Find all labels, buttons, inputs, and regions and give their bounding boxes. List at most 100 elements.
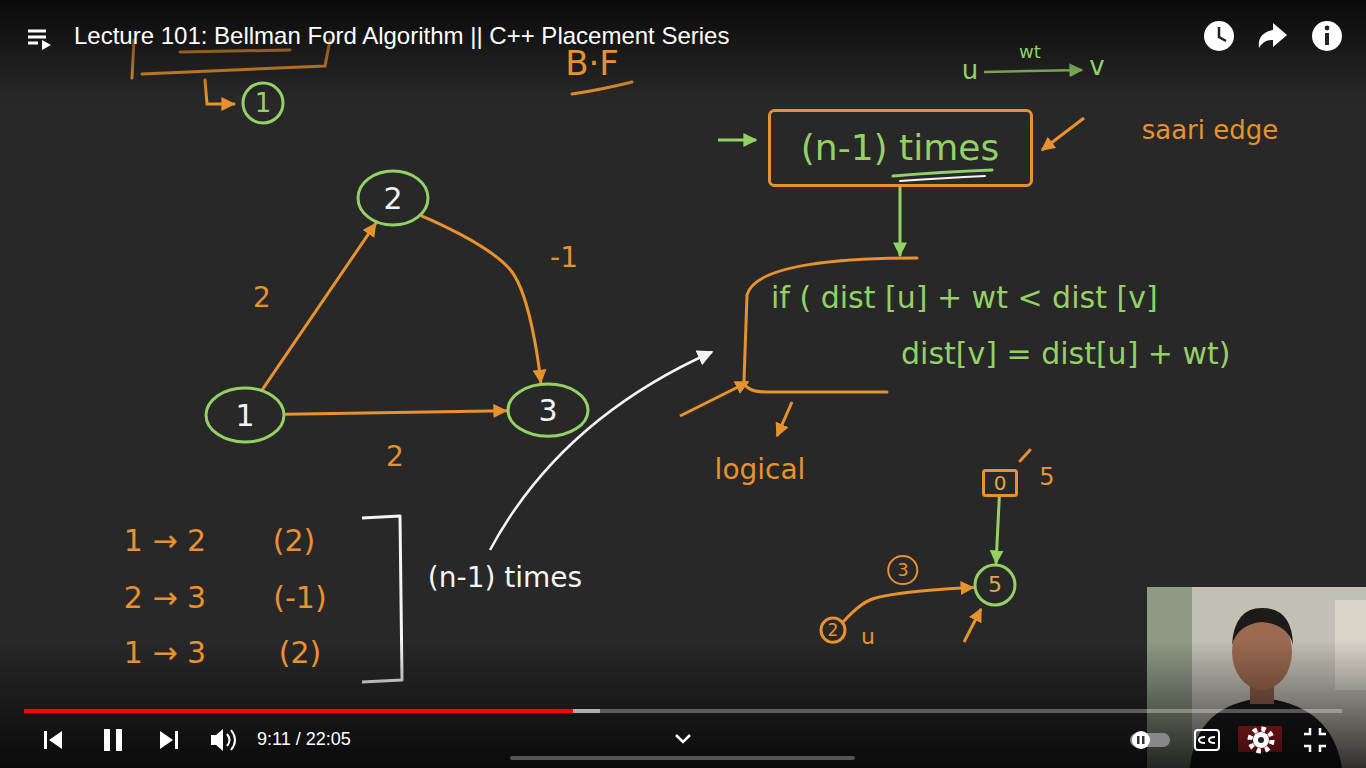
title-shade [0,0,1366,100]
example-vertex: 2 [819,616,847,644]
node-outline [241,81,285,125]
step-circle: 1 [241,81,285,125]
edge-list-item: 1 → 3 [122,636,208,669]
node-text: (n-1) times [801,128,999,168]
side-note-text: saari edge [1140,116,1281,145]
edge-weight-text: 3 [887,555,918,585]
video-title-text: Lecture 101: Bellman Ford Algorithm || C… [72,23,731,49]
info-icon [1312,21,1342,51]
pointer-arrow [1042,118,1084,150]
node-content: 3 [506,382,590,438]
menu-icon [42,40,51,50]
pause-icon [116,729,122,751]
graph-vertex: 1 [204,386,286,444]
pointer-arrow [964,609,981,642]
node-outline [204,386,286,444]
graph-vertex: 3 [506,382,590,438]
vertex-name-text: u [859,625,877,649]
weight-name-text: wt [1017,42,1043,62]
node-content: 1 [204,386,286,444]
relaxation-block: if ( dist [u] + wt < dist [v]dist[v] = d… [737,255,1307,395]
strike-mark [1020,450,1030,461]
edge-list-item: 2 → 3 [122,581,208,614]
edge-weight-text: 2 [384,442,406,473]
pause-icon [104,729,110,751]
repeat-note-text: (n-1) times [426,563,584,594]
previous-icon [44,731,47,749]
node-outline [506,382,590,438]
updated-distance-text: 5 [1037,464,1056,490]
side-note: logical [713,455,808,486]
edge-weight: 2 [384,442,406,473]
node-text: 0 [994,472,1007,494]
info-icon [1312,21,1342,51]
menu-icon [28,31,51,50]
pointer-arrow [777,402,792,436]
node-text: 2 [383,182,402,215]
info-icon [1325,33,1329,45]
volume-icon [227,730,235,750]
edge-list-weight-text: (2) [271,524,318,557]
node-text: 3 [538,394,557,427]
vertex-name-text: u [960,56,980,85]
graph-edge [996,497,999,563]
edge-list-item-text: 1 → 2 [122,524,208,557]
node-outline [984,471,1017,496]
node-content: 0 [982,469,1018,497]
edge-list-weight: (2) [271,524,318,557]
node-outline [737,255,1307,395]
node-text: 2 [828,621,839,640]
next-icon [175,731,178,749]
fullscreen-icon [1304,728,1326,752]
node-outline [975,565,1015,605]
repeat-box: (n-1) times [768,109,1033,187]
player-shade [0,640,1366,768]
chevron-icon [676,735,690,742]
previous-icon [49,731,62,749]
edge-list-weight-text: (2) [277,636,324,669]
captions-icon [1199,737,1215,743]
edge-list-weight: (2) [277,636,324,669]
node-text: if ( dist [u] + wt < dist [v] [771,281,1158,314]
node-content: if ( dist [u] + wt < dist [v]dist[v] = d… [737,255,1307,395]
node-text: 1 [235,399,254,432]
volume-icon [211,729,235,751]
webcam-inset [1232,608,1293,645]
node-outline [744,258,917,392]
node-content: 2 [819,616,847,644]
updated-distance: 5 [1037,464,1056,490]
algorithm-abbreviation: B·F [563,45,621,82]
node-outline [356,169,430,227]
progress-track [24,709,1342,713]
edge-list-weight-text: (-1) [271,581,328,614]
edge-weight: 2 [251,283,273,314]
edge-list-item-text: 1 → 3 [122,636,208,669]
node-content: 5 [973,563,1017,607]
graph-edge [286,411,506,415]
edge-weight-text: -1 [548,243,580,274]
node-content: (n-1) times [768,109,1033,187]
node-outline [982,469,1018,497]
node-content: 2 [356,169,430,227]
settings-icon [1253,732,1269,748]
pause-icon [104,729,122,751]
example-vertex: 5 [973,563,1017,607]
node-text: 5 [988,573,1002,597]
clock-icon [1204,21,1234,51]
edge-list-weight: (-1) [271,581,328,614]
info-icon [1325,26,1330,31]
graph-vertex: 2 [356,169,430,227]
weight-name: wt [1017,42,1043,62]
node-outline [819,616,847,644]
node-outline [973,563,1017,607]
node-outline [769,111,1031,186]
vertex-name: u [859,625,877,649]
node-content: 1 [241,81,285,125]
autoplay-toggle [1142,736,1145,744]
